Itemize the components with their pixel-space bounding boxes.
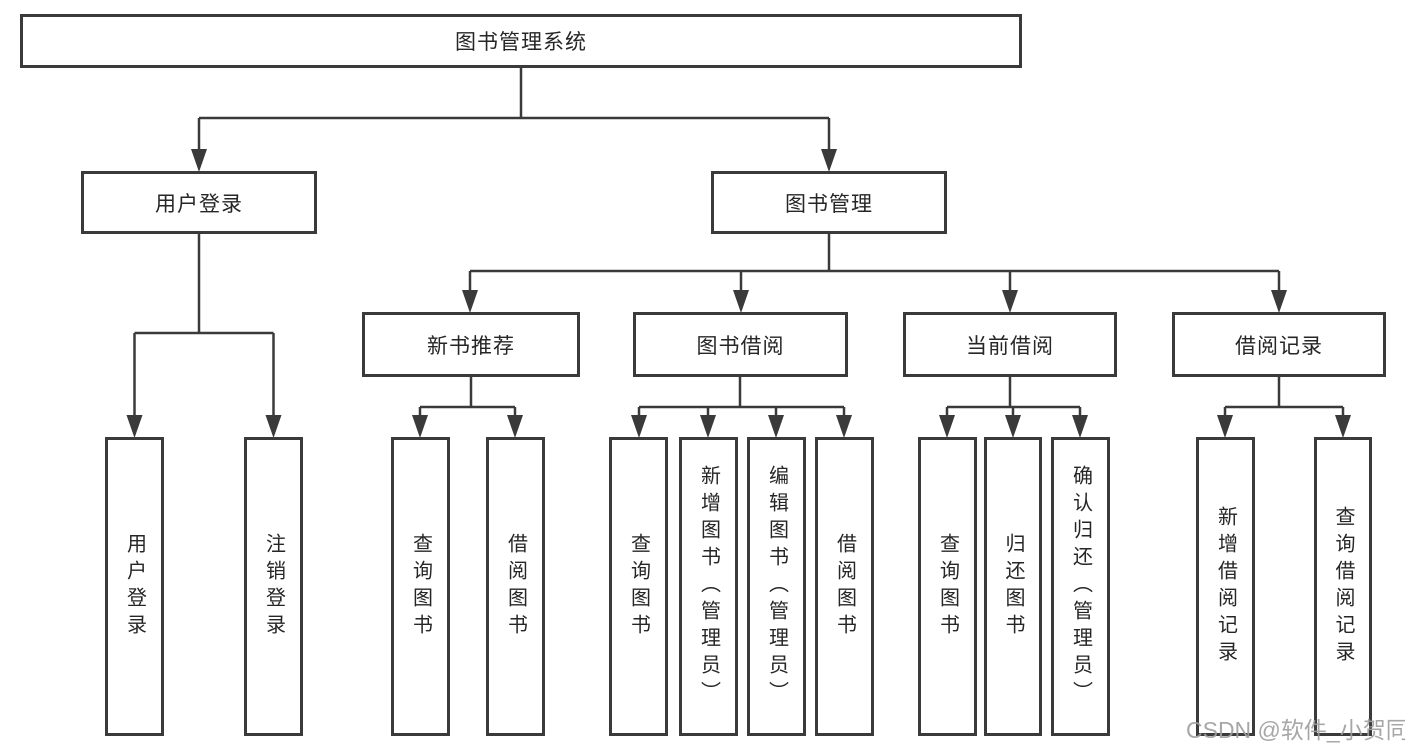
wire-book-borrow-branch <box>639 376 844 409</box>
node-user-login-branch: 用户登录 <box>81 171 317 234</box>
wire-user-login-branch <box>134 233 274 335</box>
node-label: 归还图书 <box>1002 532 1024 641</box>
wire-book-management-branch <box>470 233 1279 273</box>
node-label: 注销登录 <box>262 532 285 641</box>
node-label: 图书借阅 <box>696 334 785 358</box>
node-label: 用户登录 <box>123 532 146 641</box>
leaf-borrow-books-recommend: 借阅图书 <box>486 437 545 736</box>
node-label: 借阅记录 <box>1235 334 1323 358</box>
leaf-return-book: 归还图书 <box>984 437 1042 736</box>
leaf-logout: 注销登录 <box>244 437 303 736</box>
node-new-book-recommend: 新书推荐 <box>362 312 580 377</box>
node-system-root: 图书管理系统 <box>20 14 1022 68</box>
leaf-add-borrow-record: 新增借阅记录 <box>1196 437 1255 736</box>
leaf-user-login: 用户登录 <box>105 437 164 736</box>
node-label: 查询图书 <box>936 532 959 641</box>
node-label: 查询图书 <box>409 532 432 641</box>
leaf-query-books-current: 查询图书 <box>918 437 977 736</box>
leaf-query-borrow-record: 查询借阅记录 <box>1314 437 1372 736</box>
node-label: 图书管理 <box>785 192 873 216</box>
node-book-borrow: 图书借阅 <box>633 312 848 377</box>
leaf-query-books-borrow: 查询图书 <box>609 437 668 736</box>
leaf-query-books-recommend: 查询图书 <box>391 437 450 736</box>
wire-borrow-record-branch <box>1225 376 1343 409</box>
node-label: 确认归还（管理员） <box>1069 465 1092 708</box>
node-label: 查询借阅记录 <box>1332 505 1354 668</box>
node-label: 编辑图书（管理员） <box>765 465 788 708</box>
arrowheads-level3 <box>462 271 1287 313</box>
leaf-edit-book-admin: 编辑图书（管理员） <box>747 437 806 736</box>
wire-root-to-level2 <box>199 66 829 120</box>
wire-new-book-branch <box>420 376 515 409</box>
node-label: 当前借阅 <box>966 334 1054 358</box>
node-borrow-records: 借阅记录 <box>1172 312 1386 377</box>
arrowheads-level2 <box>191 118 837 172</box>
arrowheads-leaves <box>412 407 1351 438</box>
node-label: 用户登录 <box>155 192 243 216</box>
node-label: 新书推荐 <box>427 334 515 358</box>
leaf-confirm-return-admin: 确认归还（管理员） <box>1051 437 1110 736</box>
leaf-borrow-books: 借阅图书 <box>815 437 874 736</box>
node-label: 新增图书（管理员） <box>697 465 720 708</box>
arrowheads-user-login <box>126 333 282 438</box>
node-label: 图书管理系统 <box>455 31 587 54</box>
node-label: 查询图书 <box>627 532 650 641</box>
wire-current-borrow-branch <box>947 376 1080 409</box>
node-current-borrow: 当前借阅 <box>903 312 1117 377</box>
node-book-management: 图书管理 <box>711 171 947 234</box>
csdn-watermark: CSDN @软件_小贺同学 <box>1186 717 1405 743</box>
node-label: 借阅图书 <box>504 532 527 641</box>
node-label: 新增借阅记录 <box>1214 505 1237 668</box>
leaf-add-book-admin: 新增图书（管理员） <box>679 437 738 736</box>
node-label: 借阅图书 <box>833 532 856 641</box>
